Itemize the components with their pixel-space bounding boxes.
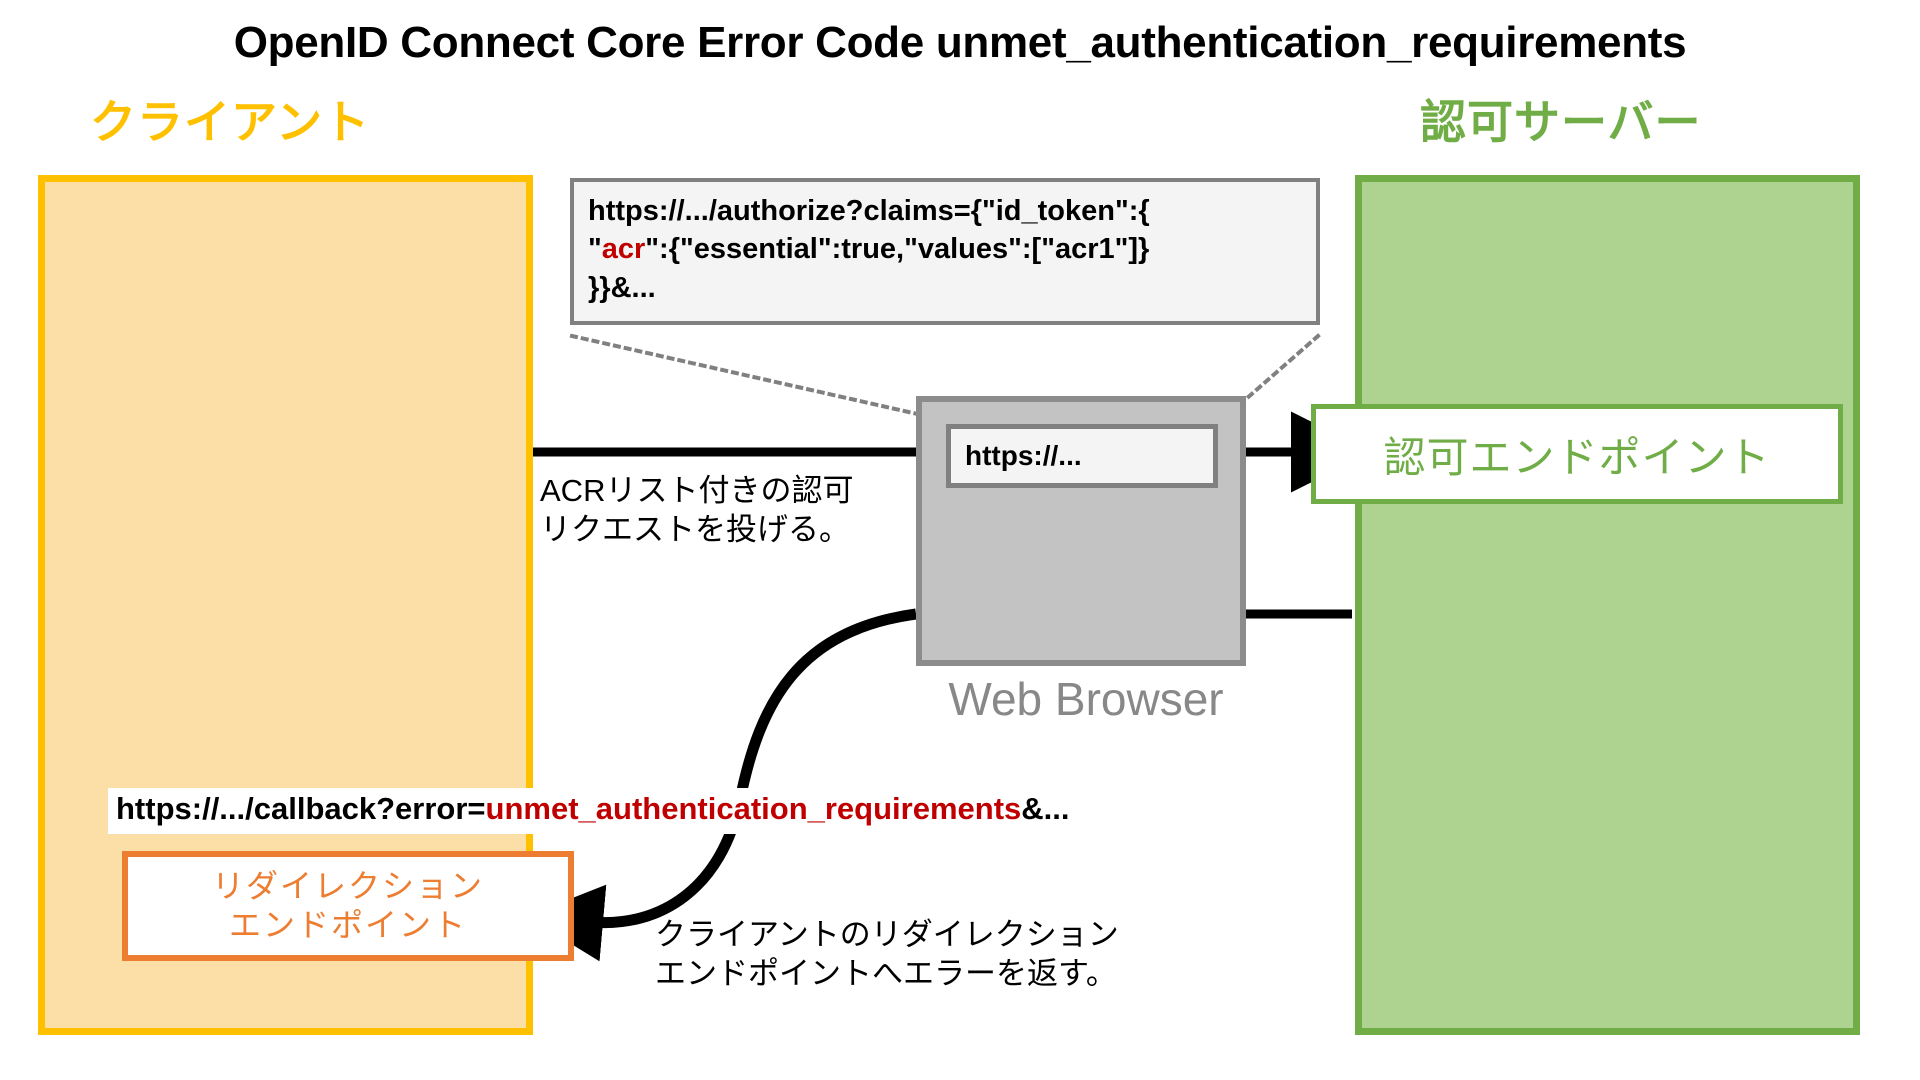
authorization-server-heading: 認可サーバー [1420,96,1702,148]
error-code-highlight: unmet_authentication_requirements [485,791,1022,826]
authorization-request-note-line2: リクエストを投げる。 [540,511,850,547]
callback-url-prefix: https://.../callback?error= [116,791,486,826]
browser-address-bar[interactable]: https://... [946,424,1218,488]
authorization-request-note-line1: ACRリスト付きの認可 [540,473,854,508]
callback-url-text: https://.../callback?error=unmet_authent… [116,791,1070,827]
error-redirect-arrow [526,608,917,962]
authorize-url-callout: https://.../authorize?claims={"id_token"… [570,178,1320,325]
client-heading: クライアント [90,96,371,148]
redirection-endpoint-box: リダイレクション エンドポイント [122,851,574,961]
error-redirect-note-line1: クライアントのリダイレクション [655,917,1119,952]
web-browser-label: Web Browser [948,673,1224,725]
browser-address-value: https://... [965,440,1082,471]
redirection-endpoint-label-line2: エンドポイント [228,907,467,943]
authorization-endpoint-label: 認可エンドポイント [1383,433,1771,481]
acr-claim-highlight: acr [601,233,646,266]
page-title: OpenID Connect Core Error Code unmet_aut… [233,18,1687,67]
redirection-endpoint-label-line1: リダイレクション [211,867,484,904]
authorize-url-line2-prefix: " [588,233,602,266]
authorize-url-line2-suffix: ":{"essential":true,"values":["acr1"]} [645,233,1150,266]
authorize-url-line1: https://.../authorize?claims={"id_token"… [588,195,1150,227]
authorization-endpoint-box: 認可エンドポイント [1311,404,1843,504]
callback-url-suffix: &... [1021,791,1070,826]
error-redirect-note-line2: エンドポイントへエラーを返す。 [655,955,1117,991]
authorization-request-note: ACRリスト付きの認可 リクエストを投げる。 [540,472,853,550]
authorization-server-zone [1355,175,1860,1035]
authorize-url-line3: }}&... [588,271,656,304]
error-redirect-note: クライアントのリダイレクション エンドポイントへエラーを返す。 [655,916,1119,994]
